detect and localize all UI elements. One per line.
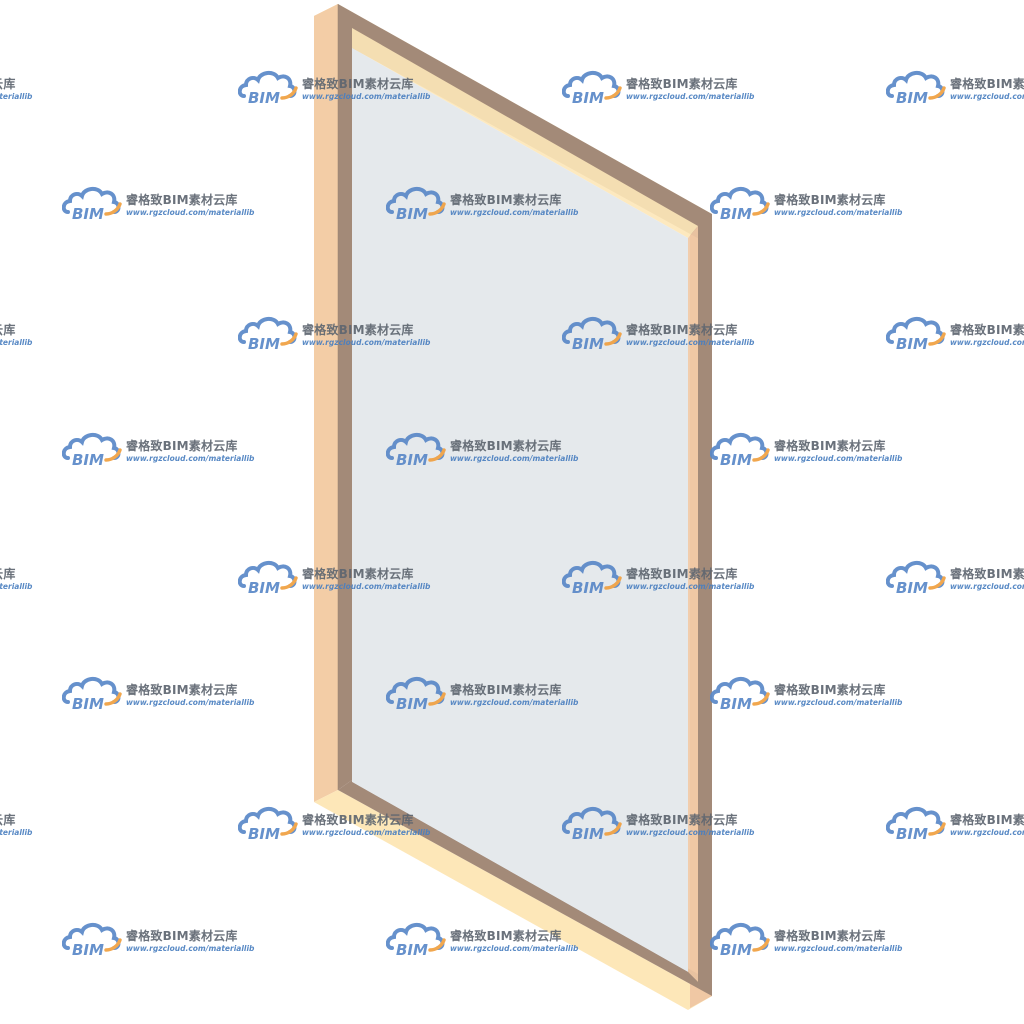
frame-inner-right: [698, 214, 712, 996]
frame-inner-bevel-top: [352, 28, 698, 238]
glass-pane: [352, 48, 688, 972]
frame-inner-shade-bottom: [352, 782, 698, 982]
frame-bottom-face: [314, 790, 712, 1010]
frame-inner-left: [338, 4, 352, 790]
frame-left-face: [314, 4, 338, 802]
frame-top-left-corner: [314, 4, 338, 42]
frame-inner-bevel-right: [688, 226, 698, 982]
